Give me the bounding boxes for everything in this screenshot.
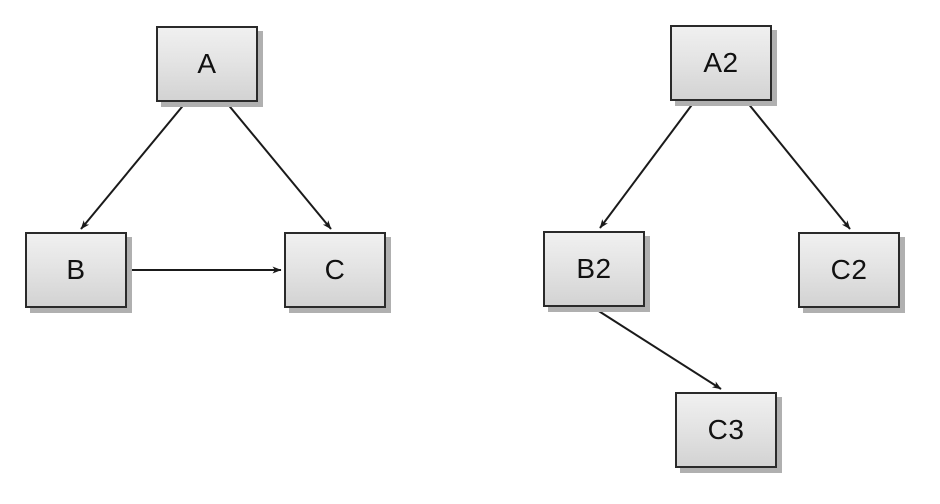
node-C2[interactable]: C2 bbox=[798, 232, 900, 308]
node-B-label: B bbox=[66, 254, 86, 285]
node-C[interactable]: C bbox=[284, 232, 386, 308]
node-A2-label: A2 bbox=[703, 47, 739, 78]
edge-B2-C3 bbox=[593, 307, 722, 390]
edge-A-B bbox=[80, 101, 187, 230]
node-C3[interactable]: C3 bbox=[675, 392, 777, 468]
node-A2[interactable]: A2 bbox=[670, 25, 772, 101]
node-C2-label: C2 bbox=[830, 254, 868, 285]
node-C-label: C bbox=[324, 254, 346, 285]
edge-A2-C2 bbox=[746, 101, 851, 230]
node-A[interactable]: A bbox=[156, 26, 258, 102]
edge-A2-B2 bbox=[599, 101, 695, 229]
node-B2-label: B2 bbox=[576, 253, 612, 284]
node-A-label: A bbox=[197, 48, 217, 79]
node-B[interactable]: B bbox=[25, 232, 127, 308]
node-C3-label: C3 bbox=[707, 414, 745, 445]
edge-A-C bbox=[225, 101, 332, 230]
node-B2[interactable]: B2 bbox=[543, 231, 645, 307]
